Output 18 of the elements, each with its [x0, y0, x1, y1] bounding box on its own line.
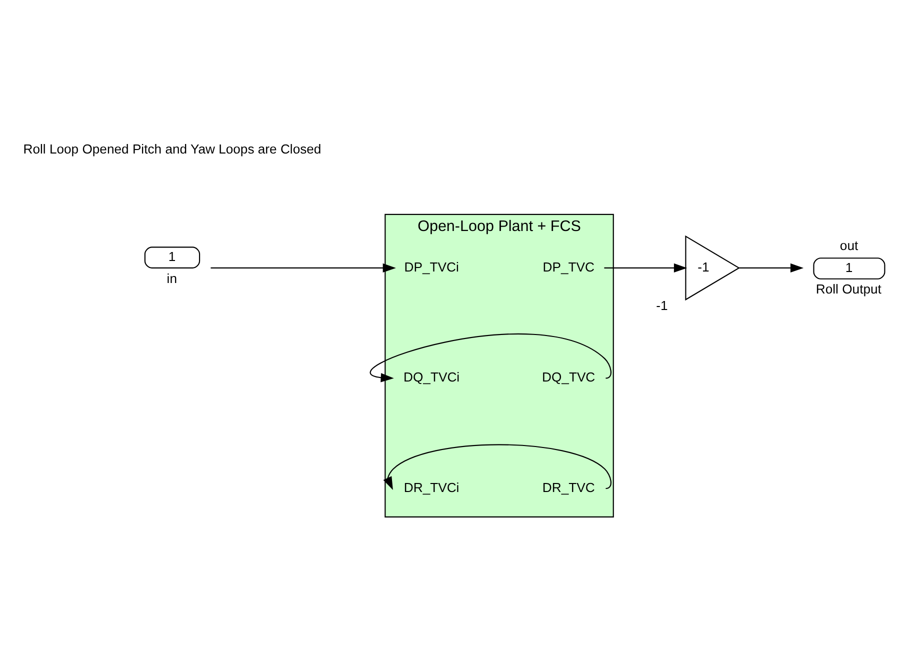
- node-label: -1: [656, 298, 668, 314]
- node-text: DP_TVCi: [404, 259, 458, 274]
- arrow: [210, 263, 396, 273]
- node-text: DQ_TVCi: [403, 370, 460, 385]
- node-box: 1: [812, 258, 885, 280]
- node-text: DQ_TVC: [542, 370, 595, 385]
- node-label: in: [166, 270, 176, 286]
- node-text: DR_TVC: [542, 480, 594, 495]
- arrow: [738, 263, 804, 273]
- node-label: Roll Output: [815, 282, 881, 297]
- node-label: out: [839, 238, 858, 254]
- arrow: [382, 444, 611, 490]
- node-text: DR_TVCi: [403, 480, 459, 495]
- arrow: [370, 334, 611, 382]
- label: Roll Loop Opened Pitch and Yaw Loops are Closed: [22, 141, 321, 156]
- node-box: 1: [144, 246, 200, 268]
- arrow: [604, 263, 687, 273]
- node-text: DP_TVC: [542, 259, 594, 274]
